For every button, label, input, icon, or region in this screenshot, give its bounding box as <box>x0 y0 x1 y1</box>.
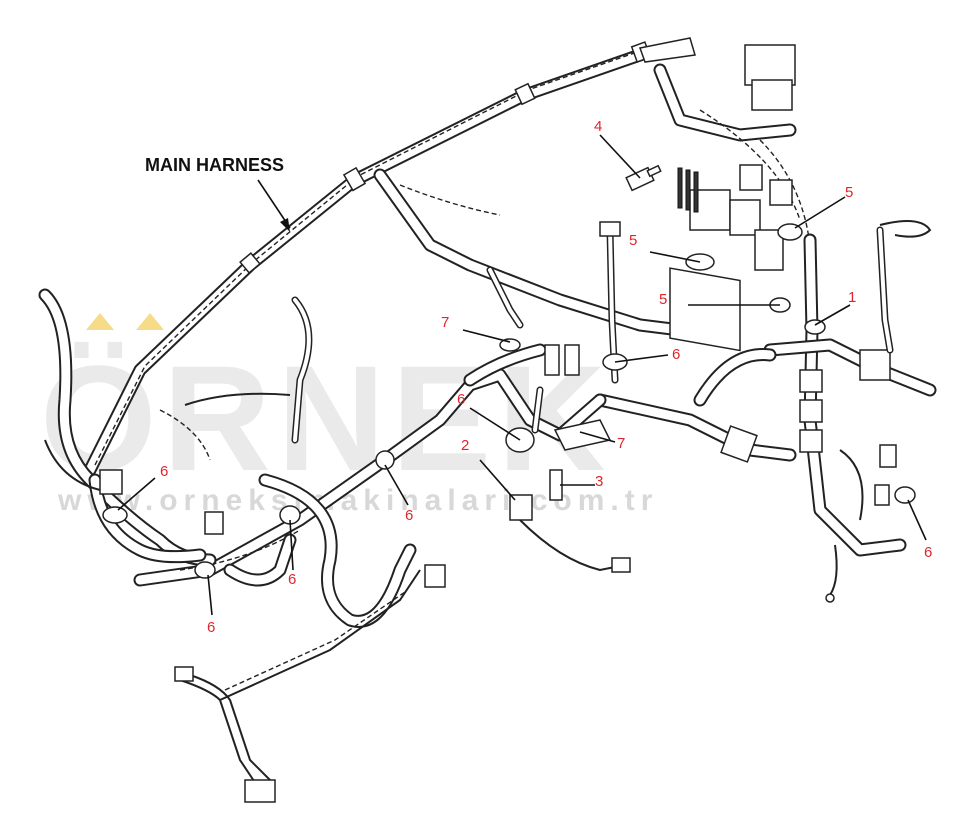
trunk-clip <box>239 252 261 274</box>
callout-3: 3 <box>595 473 603 490</box>
connector <box>611 557 631 573</box>
middle-right-harness <box>593 348 897 603</box>
callout-4: 4 <box>594 118 602 135</box>
callout-7: 7 <box>441 314 449 331</box>
connector <box>859 349 891 381</box>
clamp <box>375 450 395 470</box>
main-harness-label: MAIN HARNESS <box>145 155 284 175</box>
connector-top-right-2 <box>751 79 793 111</box>
clamp <box>894 486 916 504</box>
clamp <box>102 506 128 524</box>
clamp <box>804 319 826 335</box>
callout-1: 1 <box>848 289 856 306</box>
callout-6: 6 <box>207 619 215 636</box>
upper-right-harness <box>653 44 813 301</box>
right-vertical-bundle <box>763 220 937 557</box>
callout-6: 6 <box>405 507 413 524</box>
bottom-harness <box>174 519 631 803</box>
connector <box>720 425 758 463</box>
callout-6: 6 <box>160 463 168 480</box>
connector <box>599 221 621 237</box>
branch-right <box>373 168 727 342</box>
connector <box>564 344 580 376</box>
main-harness-label-group: MAIN HARNESS <box>145 155 291 232</box>
callouts: 1 2 3 4 5 5 5 6 6 6 6 6 6 6 7 7 <box>160 118 932 636</box>
connector <box>544 344 560 376</box>
watermark-accent-left <box>86 313 114 330</box>
clip-7 <box>499 338 521 352</box>
callout-6: 6 <box>924 544 932 561</box>
fuse-relay-box <box>669 164 793 352</box>
trunk-clip <box>514 82 536 106</box>
callout-2: 2 <box>461 437 469 454</box>
watermark-url: www.orneksimakinalari.com.tr <box>57 484 658 517</box>
lower-harness <box>133 221 621 587</box>
main-trunk <box>83 37 696 477</box>
connector <box>244 779 276 803</box>
connector <box>799 399 823 423</box>
connector-top-right <box>744 44 796 86</box>
bolt-4 <box>625 164 662 192</box>
callout-6: 6 <box>288 571 296 588</box>
callout-7: 7 <box>617 435 625 452</box>
callout-6: 6 <box>672 346 680 363</box>
watermark-accent-right <box>136 313 164 330</box>
callout-6: 6 <box>457 391 465 408</box>
callout-5: 5 <box>629 232 637 249</box>
callout-5: 5 <box>845 184 853 201</box>
trunk-end-connector <box>639 37 696 63</box>
trunk-clip <box>342 166 367 192</box>
connector <box>799 369 823 393</box>
clamp <box>194 561 216 579</box>
connector <box>99 469 123 495</box>
connector <box>204 511 224 535</box>
left-loop-harness <box>38 288 291 567</box>
bracket-2 <box>509 494 533 521</box>
fuse-row <box>677 167 699 213</box>
callout-5: 5 <box>659 291 667 308</box>
arrowhead <box>280 218 290 232</box>
callout-leaders <box>117 134 927 616</box>
connector <box>799 429 823 453</box>
connector <box>174 666 194 682</box>
connector <box>424 564 446 588</box>
